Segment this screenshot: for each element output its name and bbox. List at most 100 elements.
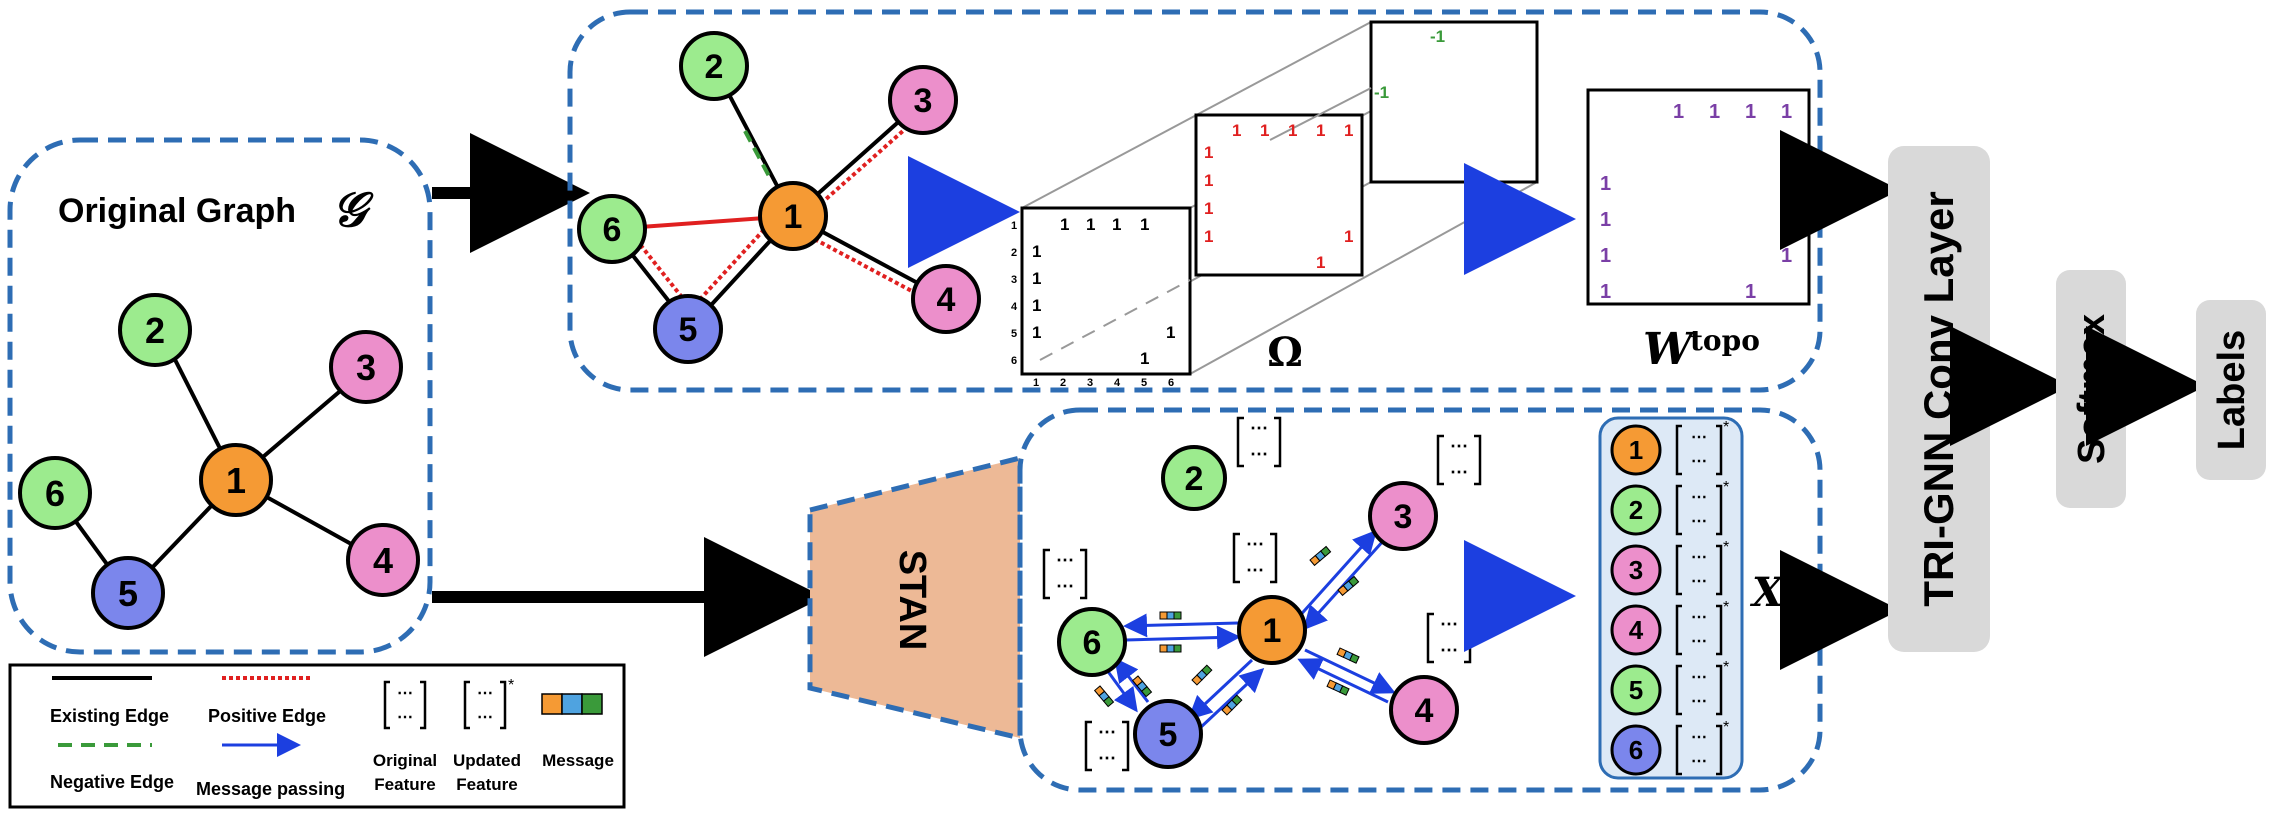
topo-node-3-label: 3 xyxy=(914,82,933,120)
pipeline: TRI-GNN Conv Layer Softmax Labels xyxy=(1780,130,2266,670)
w-superscript: topo xyxy=(1690,324,1760,357)
updated-dots: ⋯ xyxy=(1691,513,1707,530)
feature-dots: ⋯ xyxy=(1450,436,1468,456)
updated-dots: ⋯ xyxy=(1691,453,1707,470)
updated-dots: ⋯ xyxy=(1691,489,1707,506)
mid-val: 1 xyxy=(1204,143,1213,162)
updated-dots: ⋯ xyxy=(1691,573,1707,590)
feature-dots: ⋯ xyxy=(1440,640,1458,660)
topo-node-1 xyxy=(758,181,828,251)
conv-layer-label: TRI-GNN Conv Layer xyxy=(1915,191,1962,606)
mp-node-1-label: 1 xyxy=(1263,612,1282,650)
w-val: 1 xyxy=(1745,101,1756,123)
topo-node-1-label: 1 xyxy=(784,198,803,236)
list-node-5-label: 5 xyxy=(1629,675,1643,705)
list-node-2 xyxy=(1610,484,1662,536)
topology-panel: 1 2 3 4 5 6 xyxy=(567,9,1823,393)
message-icon xyxy=(1309,545,1332,567)
topo-node-5 xyxy=(653,294,723,364)
mid-val: 1 xyxy=(1260,121,1269,140)
w-matrix-box xyxy=(1586,88,1811,306)
original-graph-title: Original Graph xyxy=(58,192,296,230)
node-1 xyxy=(199,443,273,517)
updated-star: * xyxy=(1723,719,1729,736)
feature-vector-5 xyxy=(1084,720,1130,772)
col-label: 6 xyxy=(1168,377,1174,389)
mid-val: 1 xyxy=(1344,121,1353,140)
list-node-6-label: 6 xyxy=(1629,735,1643,765)
stan-block: STAN xyxy=(807,454,1023,742)
mp-node-6 xyxy=(1057,607,1127,677)
mp-node-5 xyxy=(1133,699,1203,769)
labels-label: Labels xyxy=(2211,330,2253,450)
mp-arrow-4-1 xyxy=(1297,658,1389,704)
feature-vector-1 xyxy=(1232,532,1278,584)
topo-node-3 xyxy=(888,65,958,135)
node-1-label: 1 xyxy=(226,460,246,501)
legend-feature-dots: ⋯ xyxy=(477,685,493,702)
x-star-superscript: * xyxy=(1782,565,1795,594)
front-val: 1 xyxy=(1140,215,1149,234)
mid-val: 1 xyxy=(1288,121,1297,140)
back-val-2: -1 xyxy=(1374,83,1389,102)
softmax-label: Softmax xyxy=(2071,314,2113,464)
front-val: 1 xyxy=(1032,242,1041,261)
node-3-label: 3 xyxy=(356,347,376,388)
updated-dots: ⋯ xyxy=(1691,693,1707,710)
feature-vector-3 xyxy=(1436,434,1482,486)
list-node-5 xyxy=(1610,664,1662,716)
list-node-3-label: 3 xyxy=(1629,555,1643,585)
front-val: 1 xyxy=(1112,215,1121,234)
updated-dots: ⋯ xyxy=(1691,633,1707,650)
message-icon xyxy=(1131,675,1153,698)
topo-node-4-label: 4 xyxy=(937,281,956,319)
updated-dots: ⋯ xyxy=(1691,669,1707,686)
mp-node-3 xyxy=(1368,481,1438,551)
node-2-label: 2 xyxy=(145,310,165,351)
message-icon xyxy=(1159,644,1182,653)
node-5 xyxy=(91,556,165,630)
topo-node-6-label: 6 xyxy=(603,211,622,249)
w-val: 1 xyxy=(1600,281,1611,303)
mp-arrow-6-1 xyxy=(1125,625,1241,650)
front-val: 1 xyxy=(1060,215,1069,234)
matrix-back xyxy=(1369,20,1539,184)
mid-val: 1 xyxy=(1204,199,1213,218)
node-5-label: 5 xyxy=(118,573,138,614)
updated-star: * xyxy=(1723,479,1729,496)
legend-message-icon xyxy=(541,693,603,715)
mid-val: 1 xyxy=(1204,227,1213,246)
mp-node-4 xyxy=(1389,675,1459,745)
topo-node-2 xyxy=(679,31,749,101)
feature-dots: ⋯ xyxy=(1246,560,1264,580)
col-label: 2 xyxy=(1060,377,1066,389)
feature-dots: ⋯ xyxy=(1250,444,1268,464)
col-label: 3 xyxy=(1087,377,1093,389)
original-graph-panel: Original Graph 𝒢 1 2 3 4 5 6 xyxy=(7,137,433,655)
front-val: 1 xyxy=(1032,269,1041,288)
message-icon xyxy=(1159,611,1182,620)
w-val: 1 xyxy=(1709,101,1720,123)
mp-node-1 xyxy=(1237,595,1307,665)
message-icon xyxy=(1326,679,1350,696)
mp-node-2-label: 2 xyxy=(1185,460,1204,498)
mp-node-3-label: 3 xyxy=(1394,498,1413,536)
mp-node-4-label: 4 xyxy=(1415,692,1434,730)
matrix-mid xyxy=(1194,113,1364,277)
message-icon xyxy=(1336,647,1360,664)
updated-dots: ⋯ xyxy=(1691,729,1707,746)
node-3 xyxy=(329,330,403,404)
x-star-label: X xyxy=(1749,569,1785,616)
list-node-4 xyxy=(1610,604,1662,656)
updated-star: * xyxy=(1723,539,1729,556)
mp-arrow-5-6 xyxy=(1114,657,1150,703)
front-val: 1 xyxy=(1166,323,1175,342)
mp-node-2 xyxy=(1161,445,1227,511)
legend-message-passing: Message passing xyxy=(196,779,345,799)
w-val: 1 xyxy=(1600,245,1611,267)
feature-vectors xyxy=(1042,416,1482,772)
feature-dots: ⋯ xyxy=(1250,418,1268,438)
front-val: 1 xyxy=(1032,323,1041,342)
stan-trapezoid xyxy=(807,454,1023,742)
updated-dots: ⋯ xyxy=(1691,549,1707,566)
